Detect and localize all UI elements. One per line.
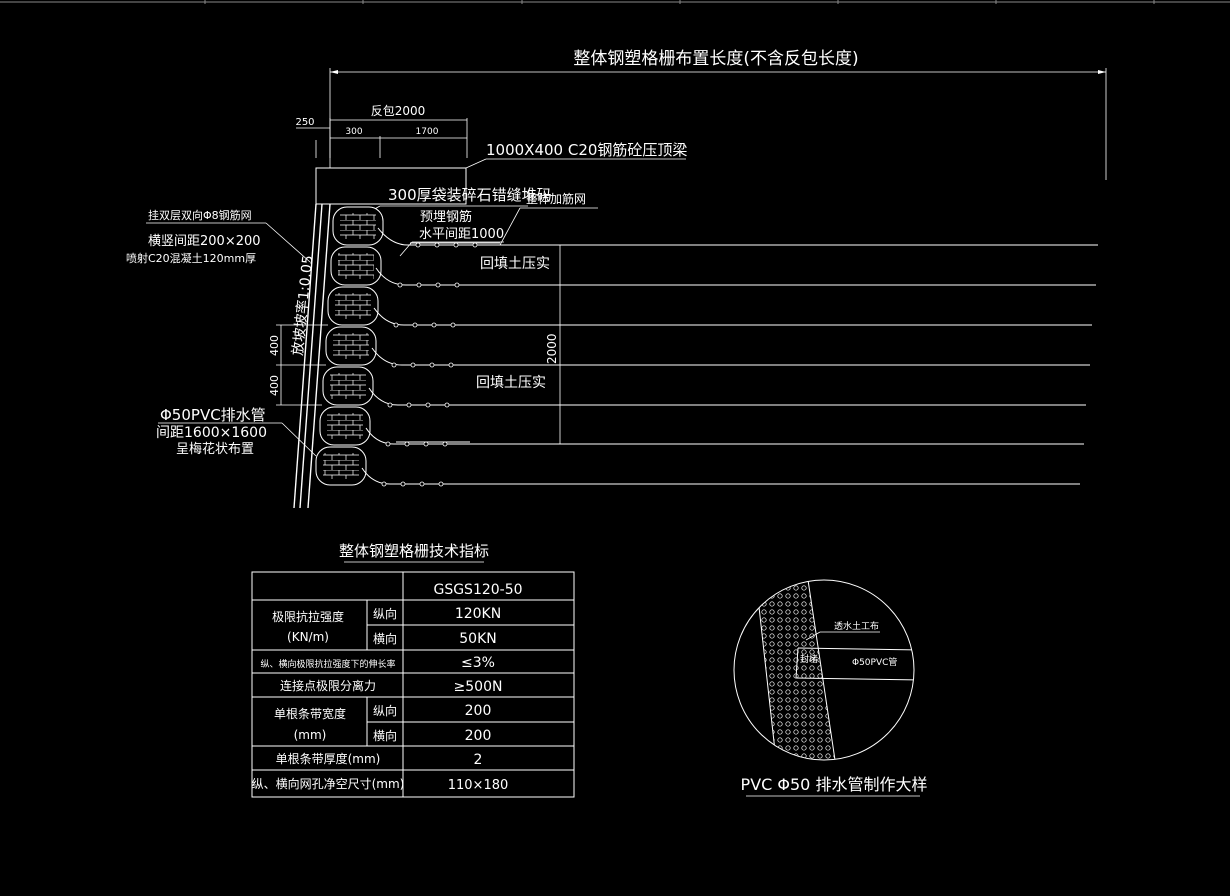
pvc-label: Φ50PVC管 bbox=[852, 656, 897, 668]
elong-label: 纵、横向极限抗拉强度下的伸长率 bbox=[260, 658, 395, 670]
dim-2000: 2000 bbox=[545, 333, 559, 364]
width-long: 200 bbox=[465, 703, 492, 719]
drain-pipe-label-3: 呈梅花状布置 bbox=[176, 441, 254, 457]
bag-layer-label: 300厚袋装碎石错缝堆码 bbox=[388, 186, 552, 204]
top-ruler bbox=[0, 0, 1230, 4]
top-beam-label: 1000X400 C20钢筋砼压顶梁 bbox=[486, 141, 687, 159]
long-dir-2: 纵向 bbox=[373, 703, 397, 718]
dim-400-lower: 400 bbox=[268, 375, 281, 396]
width-label-1: 单根条带宽度 bbox=[274, 706, 346, 721]
geotextile-label: 透水土工布 bbox=[834, 620, 879, 632]
rebar-label-2: 水平间距1000 bbox=[419, 227, 504, 242]
dim-2000-group: 2000 bbox=[470, 244, 566, 445]
width-label-2: (mm) bbox=[294, 728, 327, 742]
mesh-spacing-label: 横竖间距200×200 bbox=[148, 234, 261, 249]
rebar-label-1: 预埋钢筋 bbox=[420, 209, 472, 225]
spec-table-title: 整体钢塑格栅技术指标 bbox=[339, 542, 489, 560]
trans-dir-2: 横向 bbox=[373, 728, 397, 743]
aperture-val: 110×180 bbox=[448, 778, 509, 793]
backfill-label-1: 回填土压实 bbox=[480, 256, 550, 272]
dim-1700: 1700 bbox=[416, 127, 439, 137]
dim-400-upper: 400 bbox=[268, 335, 281, 356]
overall-length-dimension: 整体钢塑格栅布置长度(不含反包长度) bbox=[329, 49, 1107, 180]
top-beam: 1000X400 C20钢筋砼压顶梁 bbox=[315, 141, 687, 205]
tensile-label-2: (KN/m) bbox=[287, 630, 329, 644]
tensile-long: 120KN bbox=[455, 606, 501, 622]
grid-layers bbox=[361, 227, 1098, 487]
pvc-detail: 透水土工布 封堵 Φ50PVC管 PVC Φ50 排水管制作大样 bbox=[733, 579, 928, 797]
thick-val: 2 bbox=[474, 752, 483, 768]
spec-model: GSGS120-50 bbox=[433, 582, 522, 598]
peel-label: 连接点极限分离力 bbox=[280, 678, 376, 693]
double-mesh-label: 挂双层双向Φ8钢筋网 bbox=[148, 208, 252, 222]
drain-pipe-label-2: 间距1600×1600 bbox=[156, 425, 267, 441]
overall-mesh-label: 整体加筋网 bbox=[526, 191, 586, 206]
main-title: 整体钢塑格栅布置长度(不含反包长度) bbox=[573, 49, 858, 69]
retaining-wall-face bbox=[293, 203, 331, 509]
tensile-label-1: 极限抗拉强度 bbox=[272, 609, 344, 624]
peel-val: ≥500N bbox=[454, 679, 503, 695]
dim-wrap-total: 反包2000 bbox=[371, 104, 426, 118]
shotcrete-label: 喷射C20混凝土120mm厚 bbox=[126, 251, 256, 265]
wrap-dimensions: 反包2000 250 300 1700 bbox=[295, 104, 468, 158]
pvc-detail-title: PVC Φ50 排水管制作大样 bbox=[741, 775, 928, 794]
dim-300: 300 bbox=[345, 127, 362, 137]
trans-dir-1: 横向 bbox=[373, 631, 397, 646]
bag-stack bbox=[315, 206, 384, 486]
tensile-trans: 50KN bbox=[459, 631, 496, 647]
upper-leaders: 300厚袋装碎石错缝堆码 整体加筋网 预埋钢筋 水平间距1000 挂双层双向Φ8… bbox=[126, 186, 598, 265]
dim-250: 250 bbox=[295, 117, 314, 128]
long-dir-1: 纵向 bbox=[373, 606, 397, 621]
dim-400-group: 400 400 bbox=[268, 324, 328, 406]
aperture-label: 纵、横向网孔净空尺寸(mm) bbox=[252, 776, 405, 791]
thick-label: 单根条带厚度(mm) bbox=[276, 751, 381, 766]
elong-val: ≤3% bbox=[461, 655, 495, 671]
drain-pipe-label-1: Φ50PVC排水管 bbox=[160, 406, 266, 424]
width-trans: 200 bbox=[465, 728, 492, 744]
drain-pipe-callout: Φ50PVC排水管 间距1600×1600 呈梅花状布置 bbox=[156, 406, 317, 457]
spec-table: 整体钢塑格栅技术指标 GSGS120-50 极限抗拉强度 (KN/m) 纵向 1… bbox=[251, 542, 575, 798]
plug-label: 封堵 bbox=[800, 653, 818, 665]
backfill-label-2: 回填土压实 bbox=[476, 375, 546, 391]
